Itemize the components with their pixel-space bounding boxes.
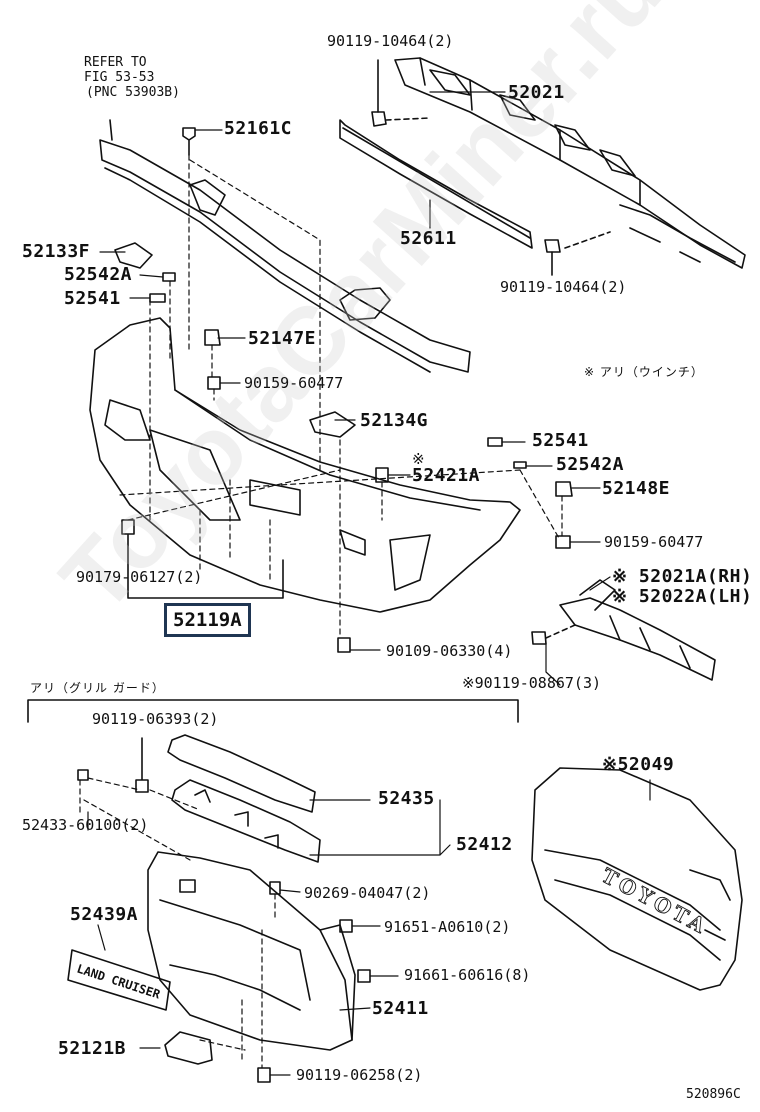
label-52161C: 52161C [224,118,293,139]
label-90159-60477-right: 90159-60477 [604,533,704,551]
bolt-90159-60477-left [207,376,221,390]
refer-line-2: FIG 53-53 [84,70,155,85]
label-52412: 52412 [456,834,513,855]
pad-52542A-right [513,461,527,469]
nut-52147E [204,329,221,346]
cover-52435 [167,734,316,813]
bolt-90119-10464-top [371,59,387,127]
bolt-90109-06330 [337,637,351,653]
label-90119-06258: 90119-06258(2) [296,1066,423,1084]
refer-line-1: REFER TO [84,55,147,70]
ref-mark-52421A: ※ [412,450,425,468]
grille-52049 [531,767,743,991]
upper-bracket-bar [99,119,471,373]
label-90119-10464-top: 90119-10464(2) [327,32,454,50]
bracket-callout-52119A [127,534,284,599]
nut-52148E [555,481,573,497]
label-52121B: 52121B [58,1038,127,1059]
label-90179-06127: 90179-06127(2) [76,568,203,586]
bracket-52021A [559,579,716,681]
grille-emblem: TOYOTA [598,863,713,939]
label-52021: 52021 [508,82,565,103]
label-52119A: 52119A [173,609,242,631]
plate-52121B [164,1031,213,1065]
clip-90179-06127 [121,519,135,535]
bracket-52412 [171,779,321,863]
label-90159-60477-left: 90159-60477 [244,374,344,392]
highlight-52119A: 52119A [164,603,251,637]
note-grille-guard: アリ（グリル ガード） [30,681,165,695]
label-52542A-right: 52542A [556,454,625,475]
label-90119-06393: 90119-06393(2) [92,710,219,728]
bolt-90119-06258 [257,1067,271,1083]
label-90119-08867: ※90119-08867(3) [462,674,601,692]
guard-52411 [147,851,356,1051]
label-52133F: 52133F [22,241,91,262]
bolt-90119-06393 [135,737,149,793]
label-52439A: 52439A [70,904,139,925]
badge-52439A [67,949,171,1011]
pin-52421A [375,467,389,483]
pad-52541-left [149,293,166,303]
label-90109-06330: 90109-06330(4) [386,642,513,660]
label-91651-A0610: 91651-A0610(2) [384,918,511,936]
label-52433-60100: 52433-60100(2) [22,816,149,834]
label-52148E: 52148E [602,478,671,499]
label-52421A: 52421A [412,465,481,486]
bolt-90269-04047 [269,881,281,895]
label-52542A-left: 52542A [64,264,133,285]
clip-52133F [114,242,153,269]
label-52611: 52611 [400,228,457,249]
label-52049: ※52049 [602,754,675,775]
pad-52134G [309,411,356,438]
label-52435: 52435 [378,788,435,809]
label-52411: 52411 [372,998,429,1019]
label-52541-right: 52541 [532,430,589,451]
pad-52541-right [487,437,503,447]
label-52541-left: 52541 [64,288,121,309]
grille-guard-frame [27,699,519,723]
label-52147E: 52147E [248,328,317,349]
reinforcement-52021 [394,57,746,269]
label-91661-60616: 91661-60616(8) [404,966,531,984]
bolt-91661-60616 [357,969,371,983]
label-52021A: ※ 52021A(RH) [612,566,753,587]
label-90269-04047: 90269-04047(2) [304,884,431,902]
bar-52611 [339,119,533,249]
bolt-90119-10464-bottom [544,239,561,276]
refer-line-3: (PNC 53903B) [86,85,180,100]
bolt-90119-08867 [531,624,576,645]
nut-52433-60100 [77,769,89,781]
diagram-id: 520896C [686,1087,741,1102]
pad-52542A-left [162,272,176,282]
bumper-cover-52119A [89,317,521,613]
bolt-91651-A0610 [339,919,353,933]
label-52134G: 52134G [360,410,429,431]
label-90119-10464-bottom: 90119-10464(2) [500,278,627,296]
bolt-90159-60477-right [555,535,571,549]
bolt-52161C [182,127,196,156]
label-52022A: ※ 52022A(LH) [612,586,753,607]
note-winch: ※ アリ（ウインチ） [584,365,704,379]
